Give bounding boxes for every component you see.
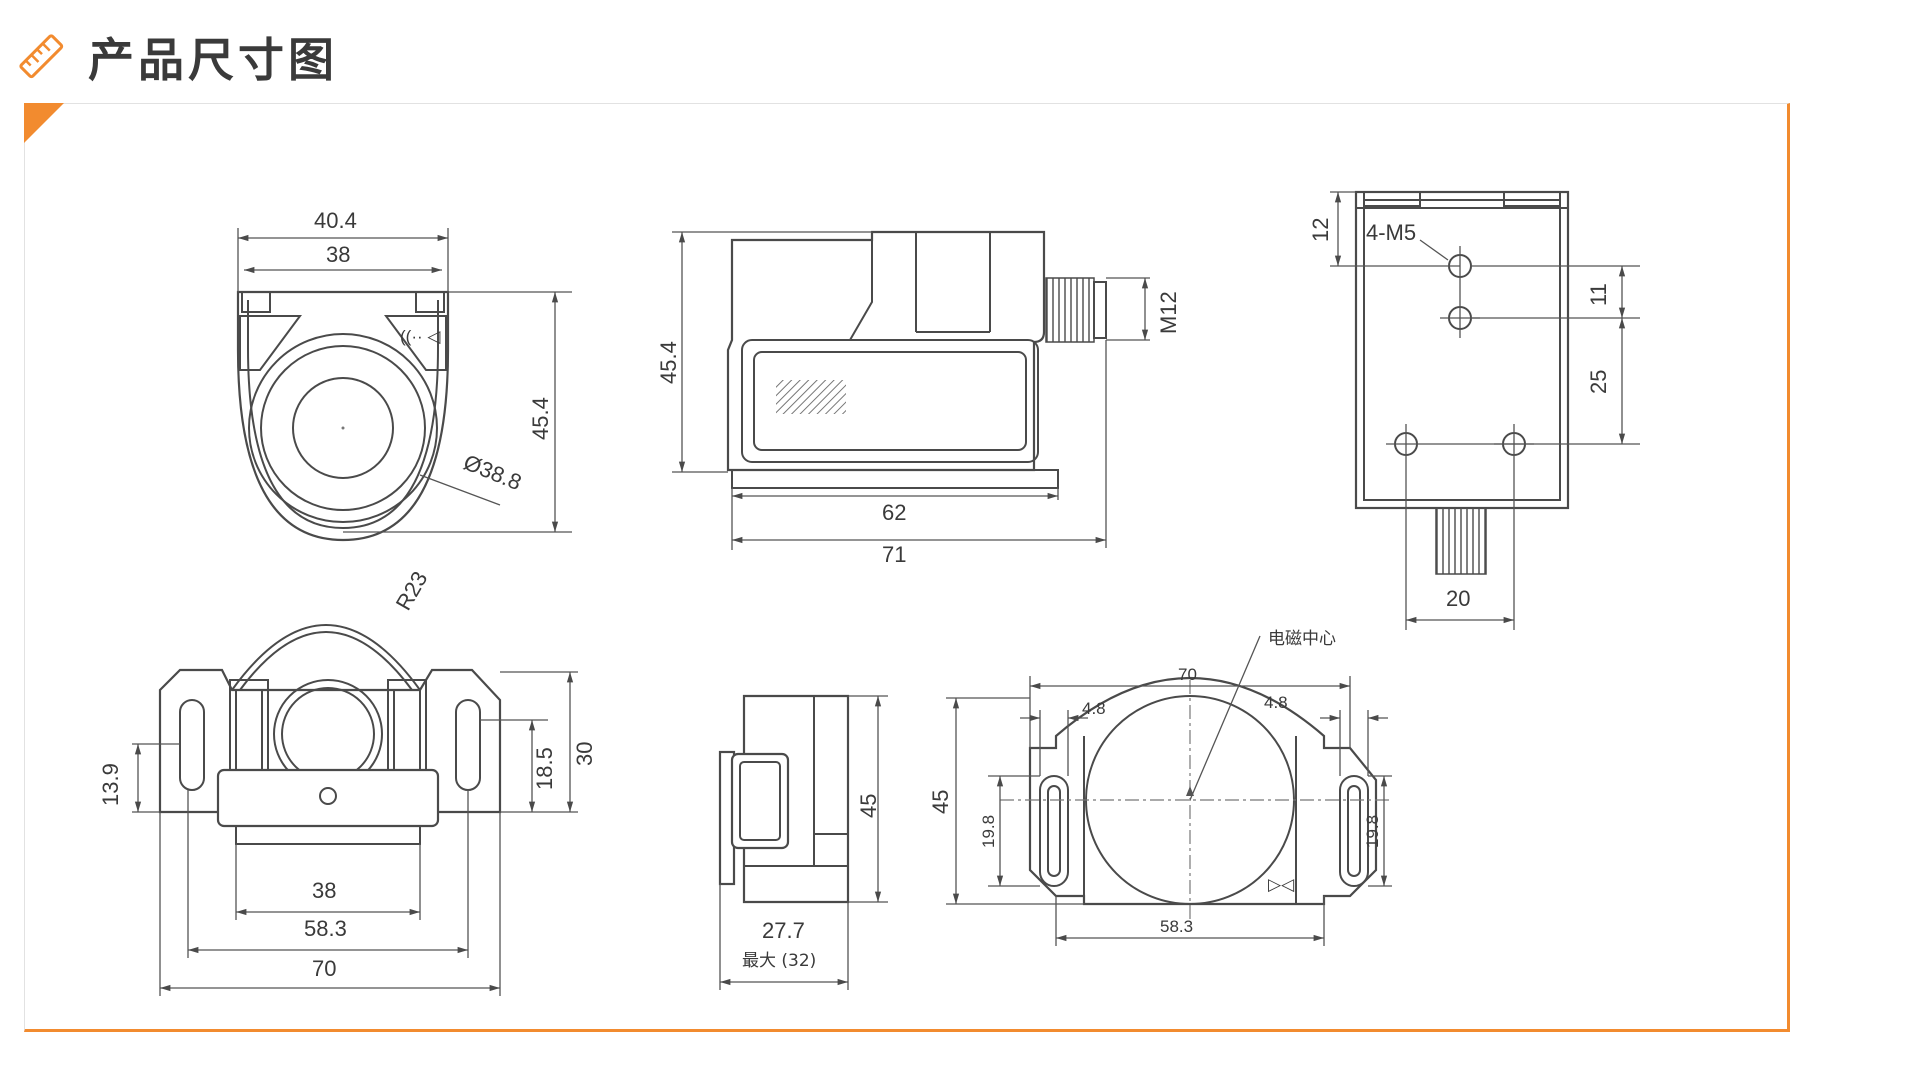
- plan-height: 45: [928, 790, 953, 814]
- svg-text:((·· ◁: ((·· ◁: [400, 327, 441, 346]
- section-header: 产品尺寸图: [18, 22, 338, 92]
- bottom-radius: R23: [391, 567, 433, 614]
- bottom-total-height: 30: [572, 742, 597, 766]
- rear-hole-vertical: 25: [1586, 370, 1611, 394]
- side-height: 45.4: [656, 341, 681, 384]
- front-view: ((·· ◁ 40.4 38 45.4 Ø38.8: [236, 208, 572, 542]
- plan-slot-left: 4.8: [1082, 699, 1106, 718]
- bottom-width-mid: 58.3: [304, 916, 347, 941]
- side-length-base: 62: [882, 500, 906, 525]
- front-diameter: Ø38.8: [460, 449, 525, 495]
- bottom-width-total: 70: [312, 956, 336, 981]
- plan-center-label: 电磁中心: [1268, 629, 1336, 649]
- rear-holes: 4-M5: [1366, 220, 1416, 245]
- rear-top-offset: 12: [1308, 218, 1333, 242]
- bottom-view: R23 13.9 18.5 30 38 58.3 70: [98, 567, 597, 996]
- thin-side-view: 45 27.7 最大 (32): [718, 694, 888, 990]
- svg-text:▷◁: ▷◁: [1268, 875, 1295, 894]
- front-width-outer: 40.4: [314, 208, 357, 233]
- rear-hole-gap: 11: [1586, 283, 1611, 306]
- side-view: 45.4 M12 62 71: [656, 230, 1181, 567]
- bottom-width-inner: 38: [312, 878, 336, 903]
- plan-view: ▷◁ 电磁中心 70 4.8 4.8 45 19.8 19.8 58.3: [928, 629, 1392, 946]
- rear-view: 12 4-M5 11 25 20: [1308, 190, 1640, 630]
- plan-slot-height-left: 19.8: [979, 815, 998, 848]
- page-title: 产品尺寸图: [88, 33, 338, 87]
- plan-slot-height-right: 19.8: [1363, 815, 1382, 848]
- side-connector: M12: [1156, 291, 1181, 334]
- panel-corner-accent: [24, 103, 64, 143]
- ruler-pencil-icon: [19, 34, 64, 79]
- plan-slot-right: 4.8: [1264, 693, 1288, 712]
- thin-side-depth: 27.7: [762, 918, 805, 943]
- plan-width-total: 70: [1178, 665, 1197, 684]
- front-width-inner: 38: [326, 242, 350, 267]
- bottom-mount-height: 18.5: [532, 747, 557, 790]
- plan-width-mid: 58.3: [1160, 917, 1193, 936]
- rear-hole-horizontal: 20: [1446, 586, 1470, 611]
- side-length-total: 71: [882, 542, 906, 567]
- thin-side-depth-max: 最大 (32): [742, 951, 816, 971]
- thin-side-height: 45: [856, 794, 881, 818]
- front-height: 45.4: [528, 397, 553, 440]
- bottom-slot-height: 13.9: [98, 763, 123, 806]
